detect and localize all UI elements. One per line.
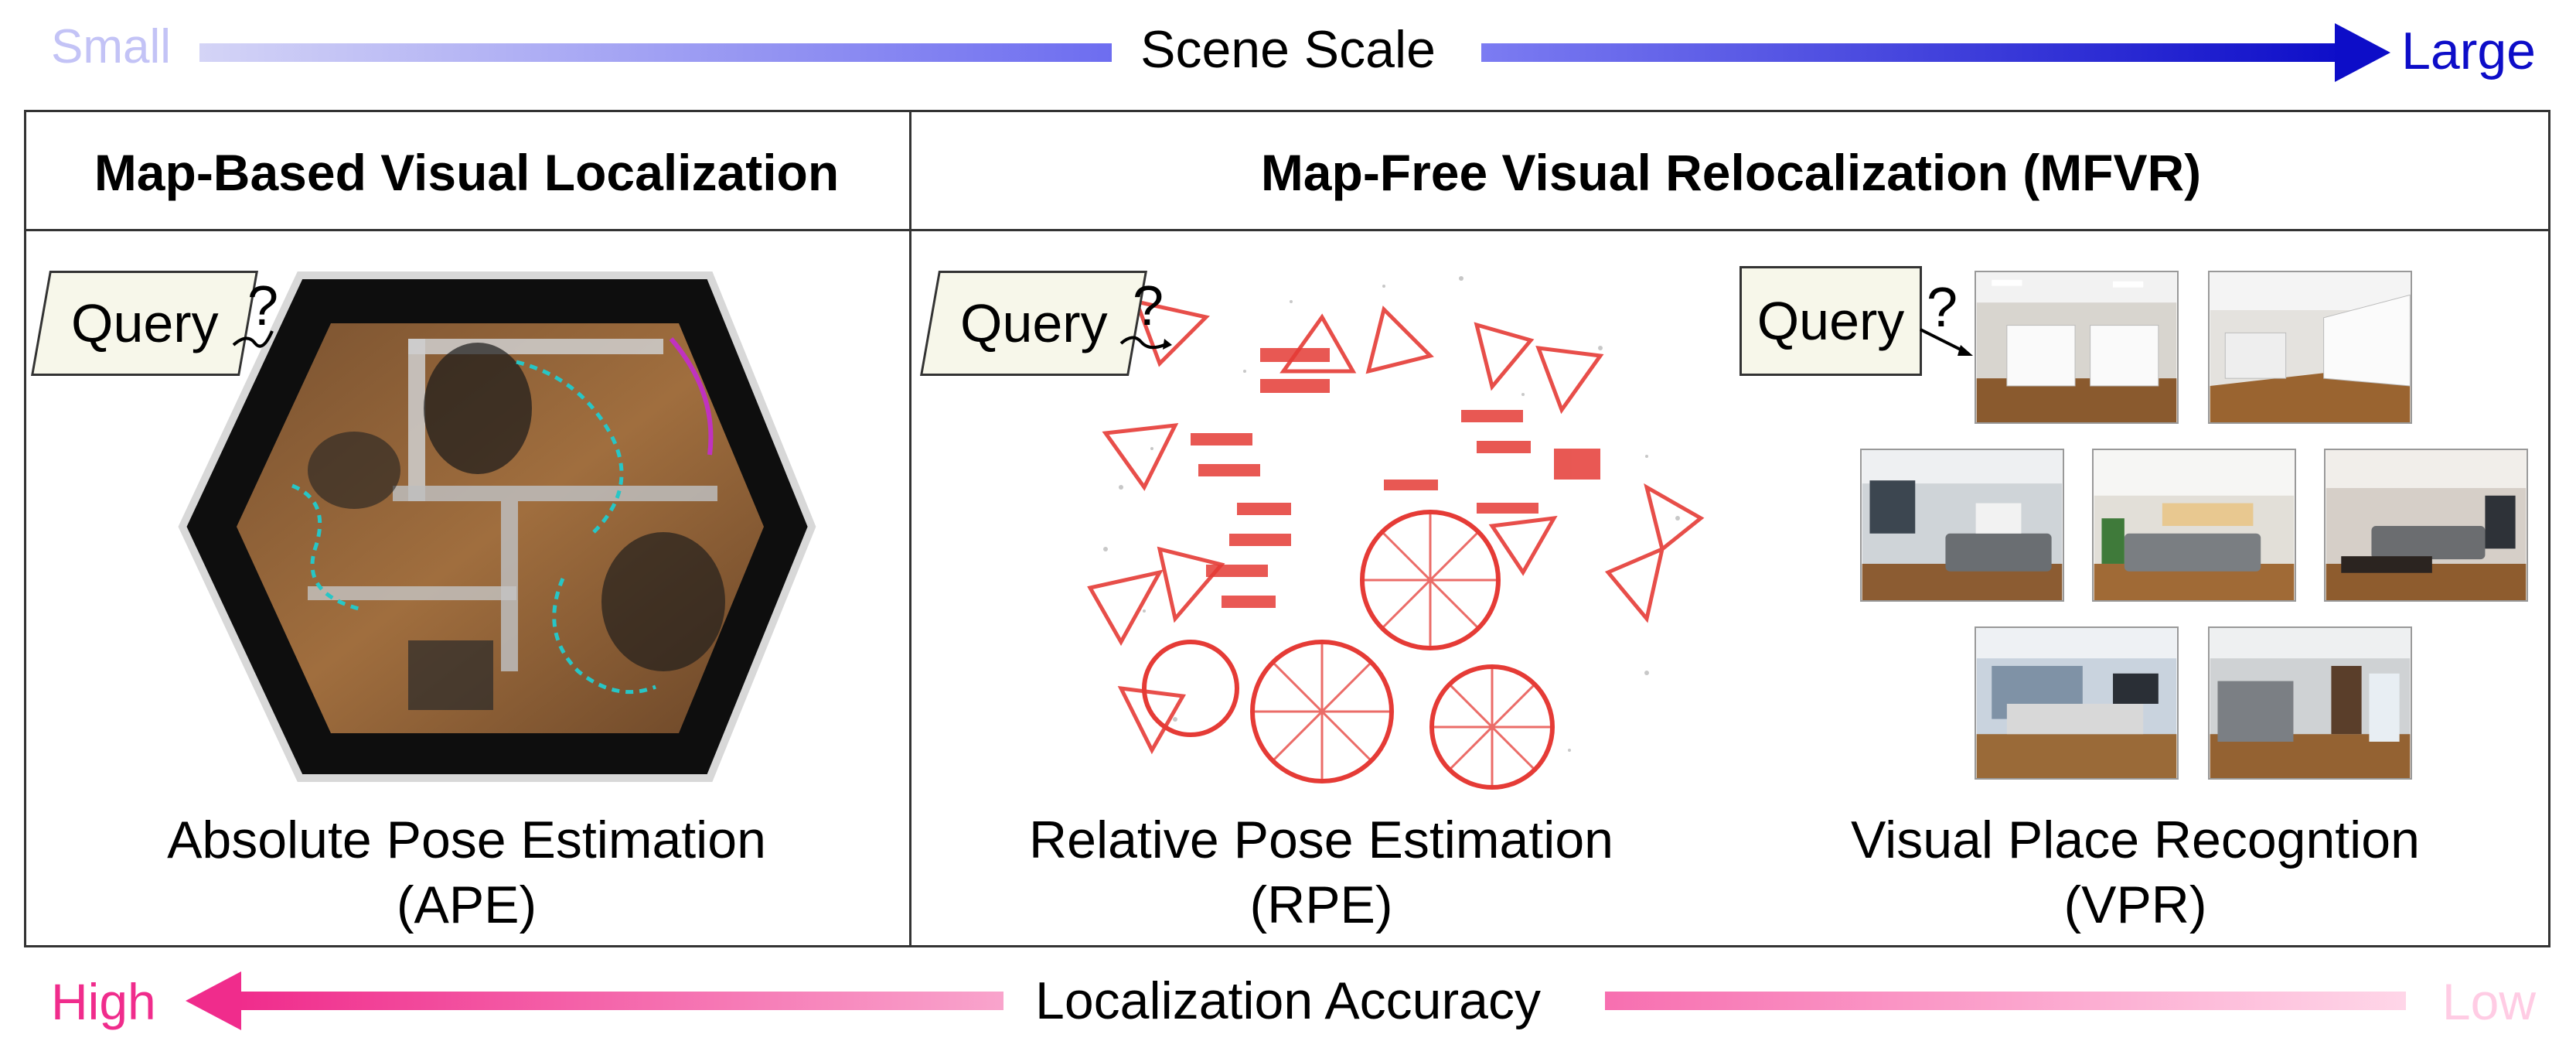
accuracy-arrow-left-bar: [238, 992, 1003, 1010]
accuracy-high-label: High: [51, 973, 156, 1030]
scale-arrow-right-bar: [1481, 43, 2347, 62]
rpe-query-badge: Query: [920, 271, 1147, 376]
scale-arrowhead: [2335, 23, 2390, 82]
ape-query-label: Query: [70, 293, 219, 353]
comparison-table: [24, 110, 2550, 947]
vpr-photo-lounge-3: [2324, 449, 2528, 602]
vpr-photo-lounge-2: [2092, 449, 2296, 602]
accuracy-arrowhead: [186, 971, 241, 1030]
ape-caption: Absolute Pose Estimation (APE): [24, 808, 909, 937]
rpe-caption-line1: Relative Pose Estimation: [1029, 811, 1613, 869]
scale-arrow-left-bar: [199, 43, 1112, 62]
vpr-caption-line2: (VPR): [2063, 875, 2207, 934]
scale-large-label: Large: [2401, 22, 2536, 80]
scale-small-label: Small: [51, 20, 172, 73]
ape-query-arrow: [232, 330, 274, 348]
vpr-query-badge: Query: [1739, 266, 1922, 376]
vpr-photo-shelves-1: [1975, 271, 2179, 424]
vpr-caption-line1: Visual Place Recogntion: [1851, 811, 2420, 869]
vpr-question-mark: ?: [1927, 277, 1958, 339]
rpe-query-label: Query: [959, 293, 1108, 353]
rpe-query-arrow: [1119, 336, 1172, 350]
vpr-query-arrow: [1920, 328, 1973, 356]
vpr-photo-lounge-1: [1860, 449, 2064, 602]
ape-question-mark: ?: [247, 275, 279, 337]
header-map-free: Map-Free Visual Relocalization (MFVR): [1260, 144, 2202, 201]
rpe-camera-poses: [1087, 276, 1705, 790]
column-divider: [909, 110, 911, 947]
rpe-question-mark: ?: [1133, 275, 1164, 337]
vpr-photo-office-1: [1975, 626, 2179, 780]
rpe-caption-line2: (RPE): [1249, 875, 1393, 934]
vpr-photo-shelves-2: [2208, 271, 2412, 424]
ape-map-hexagon: [178, 271, 816, 782]
vpr-query-label: Query: [1757, 291, 1905, 351]
accuracy-arrow-right-bar: [1605, 992, 2406, 1010]
ape-caption-line2: (APE): [396, 875, 537, 934]
ape-query-badge: Query: [31, 271, 258, 376]
vpr-caption: Visual Place Recogntion (VPR): [1733, 808, 2537, 937]
localization-accuracy-title: Localization Accuracy: [1035, 971, 1541, 1030]
ape-caption-line1: Absolute Pose Estimation: [167, 811, 766, 869]
header-divider: [24, 229, 2550, 231]
rpe-caption: Relative Pose Estimation (RPE): [911, 808, 1731, 937]
scene-scale-title: Scene Scale: [1140, 20, 1436, 79]
header-map-based: Map-Based Visual Localization: [94, 144, 840, 201]
vpr-photo-office-2: [2208, 626, 2412, 780]
accuracy-low-label: Low: [2441, 973, 2536, 1030]
